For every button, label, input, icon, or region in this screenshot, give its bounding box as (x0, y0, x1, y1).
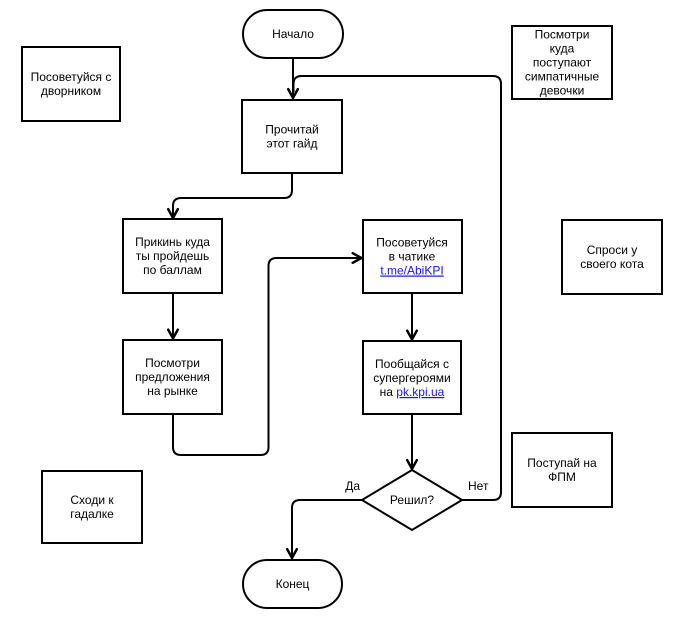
svg-text:Да: Да (345, 479, 360, 493)
svg-text:Решил?: Решил? (390, 493, 434, 507)
svg-text:Нет: Нет (468, 479, 489, 493)
svg-text:Конец: Конец (276, 577, 310, 591)
svg-text:Начало: Начало (272, 27, 314, 41)
